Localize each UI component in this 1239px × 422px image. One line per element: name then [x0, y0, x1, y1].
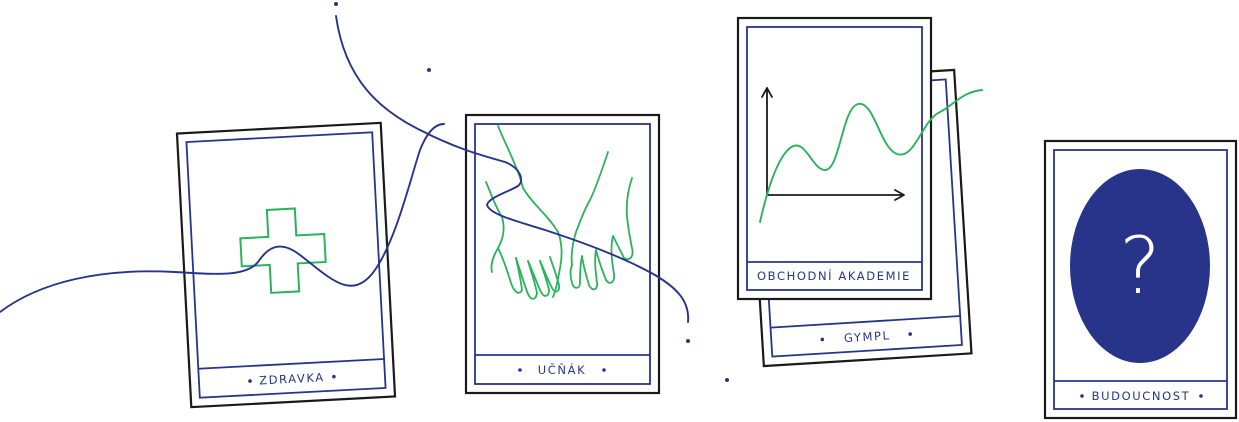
hands-icon	[485, 125, 634, 300]
card-zdravka: ZDRAVKA	[175, 121, 397, 409]
card-label: ZDRAVKA	[259, 370, 325, 387]
card-label: UČŇÁK	[538, 362, 586, 377]
decorative-thread	[0, 15, 690, 323]
growth-chart-icon	[759, 87, 983, 223]
question-mark-symbol: ?	[1119, 222, 1160, 312]
medical-cross-icon	[239, 207, 327, 294]
question-mark-icon: ?	[1070, 169, 1210, 363]
card-label: BUDOUCNOST	[1092, 389, 1191, 403]
card-label: GYMPL	[844, 328, 891, 345]
card-label: OBCHODNÍ AKADEMIE	[757, 268, 911, 283]
